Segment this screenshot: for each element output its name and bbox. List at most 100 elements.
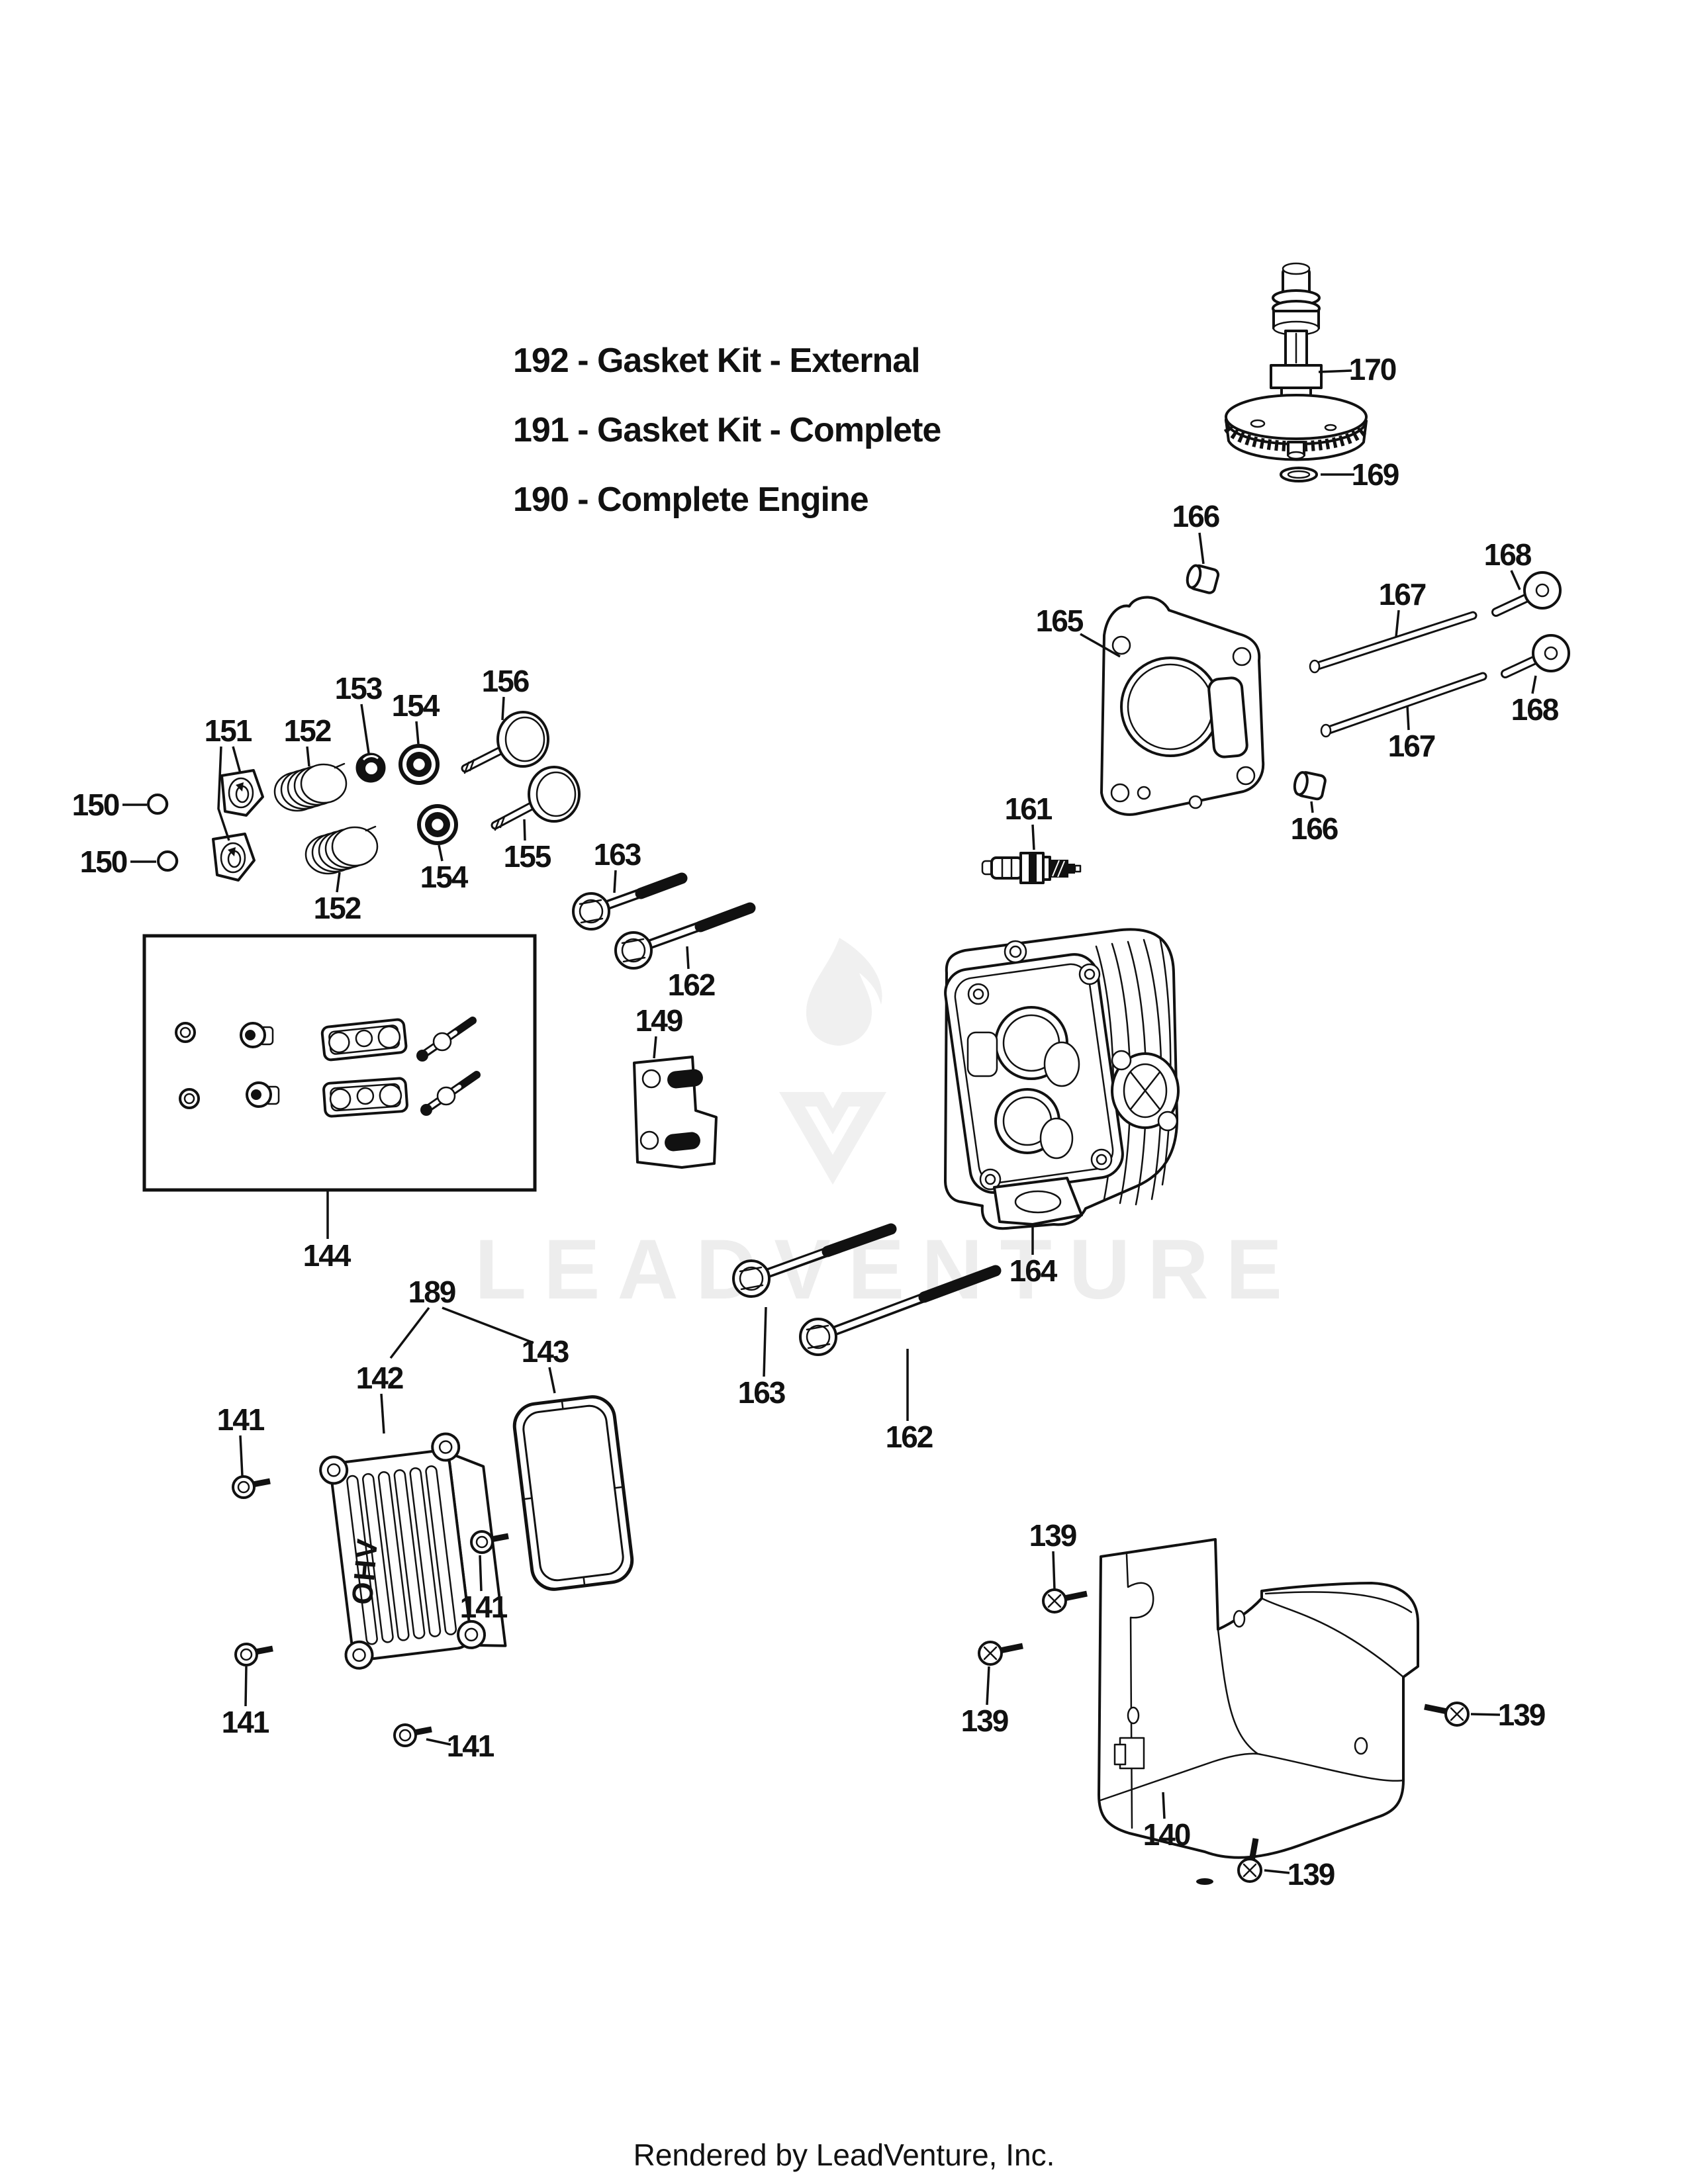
part-callout-139: 139 [1498, 1698, 1545, 1732]
bushing-166-upper-part [1186, 564, 1220, 594]
bolt-141-b-part [470, 1530, 509, 1554]
part-callout-164: 164 [1009, 1253, 1058, 1288]
part-callout-167: 167 [1379, 577, 1426, 612]
stud-148-lower-part [420, 1071, 481, 1116]
leader-line-143 [548, 1367, 556, 1394]
leader-line-165 [1080, 633, 1121, 658]
part-callout-165: 165 [1036, 604, 1084, 638]
part-callout-139: 139 [961, 1704, 1008, 1738]
part-callout-162: 162 [886, 1420, 933, 1454]
leader-line-167 [1395, 610, 1400, 637]
kit-label-191: 191 - Gasket Kit - Complete [513, 411, 941, 449]
leader-line-151 [232, 746, 242, 774]
part-callout-156: 156 [482, 664, 529, 698]
bushing-166-lower-part [1293, 771, 1327, 801]
leader-line-168 [1510, 570, 1521, 590]
leader-line-168 [1531, 675, 1537, 694]
kit-label-192: 192 - Gasket Kit - External [513, 341, 920, 380]
leader-line-156 [501, 696, 505, 721]
part-callout-169: 169 [1352, 457, 1399, 492]
part-callout-150: 150 [72, 788, 119, 822]
cover-emboss-text: OHV [346, 1537, 385, 1606]
bolt-163-lower-part [732, 1223, 897, 1298]
leader-line-141 [479, 1555, 483, 1592]
part-callout-143: 143 [522, 1334, 569, 1369]
part-callout-189: 189 [408, 1275, 455, 1309]
bolt-141-d-part [393, 1723, 432, 1747]
part-callout-142: 142 [356, 1361, 403, 1395]
part-callout-167: 167 [1388, 729, 1435, 763]
pushrod-167-upper-part [1309, 611, 1477, 674]
cover-gasket-143-part [512, 1395, 634, 1591]
part-callout-150: 150 [80, 844, 127, 879]
part-callout-166: 166 [1172, 499, 1219, 533]
part-callout-153: 153 [335, 671, 382, 705]
part-callout-141: 141 [217, 1402, 265, 1437]
cylinder-head-164-part [944, 928, 1180, 1230]
screw-139-b-part [978, 1641, 1023, 1666]
part-callout-151: 151 [205, 713, 252, 748]
valve-spring-152-upper-part [273, 762, 348, 812]
screw-139-d-part [1237, 1838, 1262, 1883]
spring-retainer-151-lower-part [212, 833, 256, 882]
leader-line-153 [360, 704, 370, 754]
leader-line-139 [1470, 1713, 1501, 1716]
leader-line-139 [986, 1666, 990, 1706]
part-callout-168: 168 [1484, 537, 1532, 572]
leader-line-161 [1031, 824, 1035, 850]
valve-cap-150-lower-part [157, 850, 179, 872]
pushrod-167-lower-part [1320, 672, 1487, 738]
bolt-141-a-part [232, 1475, 271, 1499]
leader-line-163 [763, 1306, 767, 1377]
leader-line-151 [217, 746, 230, 841]
stud-148-upper-part [416, 1017, 477, 1062]
leader-line-170 [1318, 369, 1352, 373]
part-callout-152: 152 [284, 713, 331, 748]
part-callout-154: 154 [392, 688, 440, 723]
part-callout-155: 155 [504, 839, 551, 874]
leader-line-166 [1310, 801, 1314, 813]
watermark-v-icon [779, 1092, 886, 1185]
nut-145-upper-part [175, 1022, 196, 1043]
leader-line-139 [1264, 1869, 1290, 1874]
leader-line-154 [415, 721, 420, 745]
leader-line-162 [686, 946, 690, 970]
head-gasket-165-part [1100, 596, 1265, 816]
leader-line-141 [239, 1435, 244, 1477]
part-callout-154: 154 [420, 860, 469, 894]
leader-line-142 [380, 1393, 385, 1434]
watermark-flame-icon [806, 938, 882, 1046]
screw-139-c-part [1424, 1702, 1470, 1727]
spark-plug-161-part [981, 852, 1082, 884]
part-callout-152: 152 [314, 891, 361, 925]
valve-keeper-153-part [355, 752, 386, 783]
leader-line-189 [442, 1306, 534, 1344]
bolt-141-c-part [234, 1643, 273, 1666]
spring-retainer-151-upper-part [220, 769, 264, 817]
leader-line-189 [389, 1306, 430, 1359]
part-callout-140: 140 [1143, 1817, 1190, 1852]
kit-label-190: 190 - Complete Engine [513, 480, 868, 519]
bolt-162-upper-part [614, 902, 756, 970]
part-callout-139: 139 [1288, 1857, 1335, 1891]
part-callout-141: 141 [222, 1705, 269, 1739]
nut-145-lower-part [179, 1088, 200, 1109]
rocker-arm-147-upper-part [320, 1018, 408, 1062]
part-callout-162: 162 [668, 968, 715, 1002]
leader-line-167 [1406, 705, 1410, 731]
screw-139-a-part [1042, 1588, 1088, 1614]
bolt-162-lower-part [799, 1265, 1002, 1356]
pivot-146-lower-part [246, 1081, 280, 1108]
camshaft-170-part [1223, 262, 1368, 461]
pivot-146-upper-part [240, 1022, 274, 1048]
part-callout-149: 149 [635, 1003, 682, 1038]
part-callout-168: 168 [1511, 692, 1559, 727]
part-callout-141: 141 [447, 1729, 494, 1763]
part-callout-163: 163 [738, 1375, 785, 1410]
washer-169-part [1280, 467, 1318, 482]
leader-line-163 [613, 870, 617, 893]
leader-line-140 [1162, 1792, 1166, 1819]
